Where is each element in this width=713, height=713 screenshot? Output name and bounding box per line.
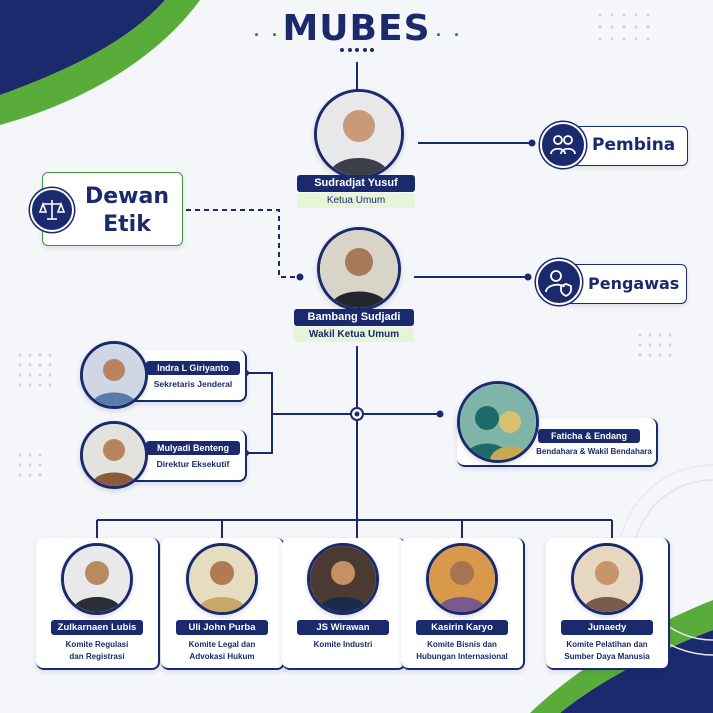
committee-role-line1: Komite Bisnis dan	[427, 640, 497, 649]
wakil-name: Bambang Sudjadi	[294, 309, 414, 326]
title-dots-right: . .	[436, 20, 464, 40]
bendahara-name: Faticha & Endang	[538, 429, 640, 443]
bendahara-photo	[457, 381, 539, 463]
committee-photo	[61, 543, 133, 615]
committee-role-line1: Komite Industri	[313, 640, 373, 649]
wakil-role: Wakil Ketua Umum	[294, 327, 414, 342]
dewan-etik-line1: Dewan	[84, 184, 169, 209]
sekjen-role: Sekretaris Jenderal	[153, 379, 233, 389]
ketua-role: Ketua Umum	[297, 193, 415, 208]
committee-photo	[307, 543, 379, 615]
committee-role-line2: Sumber Daya Manusia	[564, 652, 650, 661]
committee-role-line2: dan Registrasi	[69, 652, 125, 661]
committee-photo	[571, 543, 643, 615]
dewan-etik-line2: Etik	[103, 212, 151, 237]
committee-name: Zulkarnaen Lubis	[51, 620, 143, 635]
page-title: MUBES	[282, 8, 431, 49]
committee-role-line2: Hubungan Internasional	[416, 652, 508, 661]
bendahara-role: Bendahara & Wakil Bendahara	[536, 447, 652, 456]
wakil-photo	[317, 227, 401, 311]
pengawas-label: Pengawas	[588, 274, 680, 293]
sekjen-name: Indra L Giriyanto	[146, 361, 240, 375]
committee-name: JS Wirawan	[297, 620, 389, 635]
sekjen-photo	[80, 341, 148, 409]
direktur-name: Mulyadi Benteng	[146, 441, 240, 455]
committee-role-line1: Komite Regulasi	[65, 640, 129, 649]
ketua-photo	[314, 89, 404, 179]
committee-role-line1: Komite Pelatihan dan	[566, 640, 648, 649]
committee-photo	[186, 543, 258, 615]
direktur-photo	[80, 421, 148, 489]
committee-name: Uli John Purba	[176, 620, 268, 635]
user-shield-icon	[536, 259, 582, 305]
committee-name: Junaedy	[561, 620, 653, 635]
direktur-role: Direktur Eksekutif	[156, 459, 230, 469]
committee-role-line2: Advokasi Hukum	[189, 652, 255, 661]
title-dots-left: . .	[254, 20, 282, 40]
pembina-label: Pembina	[592, 135, 676, 155]
committee-role-line1: Komite Legal dan	[188, 640, 256, 649]
scales-icon	[30, 188, 74, 232]
title-underline-dots	[340, 48, 374, 52]
group-people-icon	[540, 122, 586, 168]
ketua-name: Sudradjat Yusuf	[297, 175, 415, 192]
committee-photo	[426, 543, 498, 615]
committee-name: Kasirin Karyo	[416, 620, 508, 635]
